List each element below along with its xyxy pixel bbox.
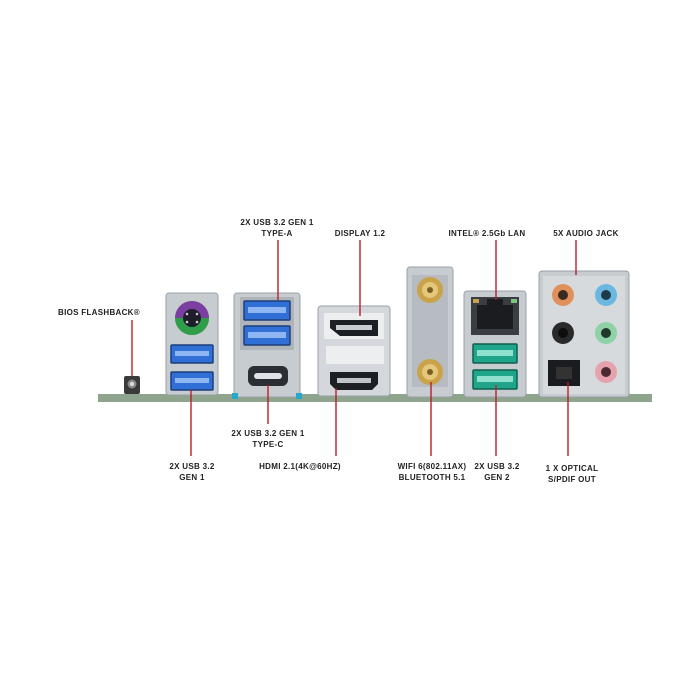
audio-stack bbox=[538, 270, 630, 398]
label-optical: 1 X OPTICAL S/PDIF OUT bbox=[522, 463, 622, 485]
label-optical-line2: S/PDIF OUT bbox=[548, 475, 596, 484]
label-usb-typea: 2X USB 3.2 GEN 1 TYPE-A bbox=[232, 217, 322, 239]
label-usb-typea-line1: 2X USB 3.2 GEN 1 bbox=[240, 218, 314, 227]
label-wifi-line1: WIFI 6(802.11AX) bbox=[397, 462, 467, 471]
label-lan: INTEL® 2.5Gb LAN bbox=[448, 229, 526, 238]
pcb-board bbox=[98, 394, 652, 402]
label-wifi-line2: BLUETOOTH 5.1 bbox=[398, 473, 466, 482]
ps2-usb-stack bbox=[165, 292, 219, 396]
label-usb-typec: 2X USB 3.2 GEN 1 TYPE-C bbox=[222, 428, 314, 450]
label-usb-gen2: 2X USB 3.2 GEN 2 bbox=[456, 461, 538, 483]
label-usb-gen2-line1: 2X USB 3.2 bbox=[474, 462, 520, 471]
pointer-lines bbox=[131, 240, 577, 456]
wifi-antenna-stack bbox=[406, 266, 454, 398]
label-usb-typec-line1: 2X USB 3.2 GEN 1 bbox=[231, 429, 305, 438]
label-usb-typec-line2: TYPE-C bbox=[252, 440, 284, 449]
label-bios-flashback: BIOS FLASHBACK® bbox=[58, 308, 140, 317]
label-wifi: WIFI 6(802.11AX) BLUETOOTH 5.1 bbox=[382, 461, 482, 483]
label-usb-gen2-line2: GEN 2 bbox=[484, 473, 510, 482]
label-usb-gen1: 2X USB 3.2 GEN 1 bbox=[147, 461, 237, 483]
label-usb-gen1-line1: 2X USB 3.2 bbox=[169, 462, 215, 471]
label-audio: 5X AUDIO JACK bbox=[553, 229, 619, 238]
bios-flashback-button bbox=[124, 376, 140, 394]
label-usb-gen1-line2: GEN 1 bbox=[179, 473, 205, 482]
label-display: DISPLAY 1.2 bbox=[334, 229, 386, 238]
usb-typea-typec-stack bbox=[232, 292, 302, 399]
lan-usb-gen2-stack bbox=[463, 290, 527, 398]
display-hdmi-stack bbox=[317, 305, 391, 397]
label-hdmi: HDMI 2.1(4K@60HZ) bbox=[259, 462, 341, 471]
label-optical-line1: 1 X OPTICAL bbox=[545, 464, 599, 473]
label-usb-typea-line2: TYPE-A bbox=[261, 229, 293, 238]
